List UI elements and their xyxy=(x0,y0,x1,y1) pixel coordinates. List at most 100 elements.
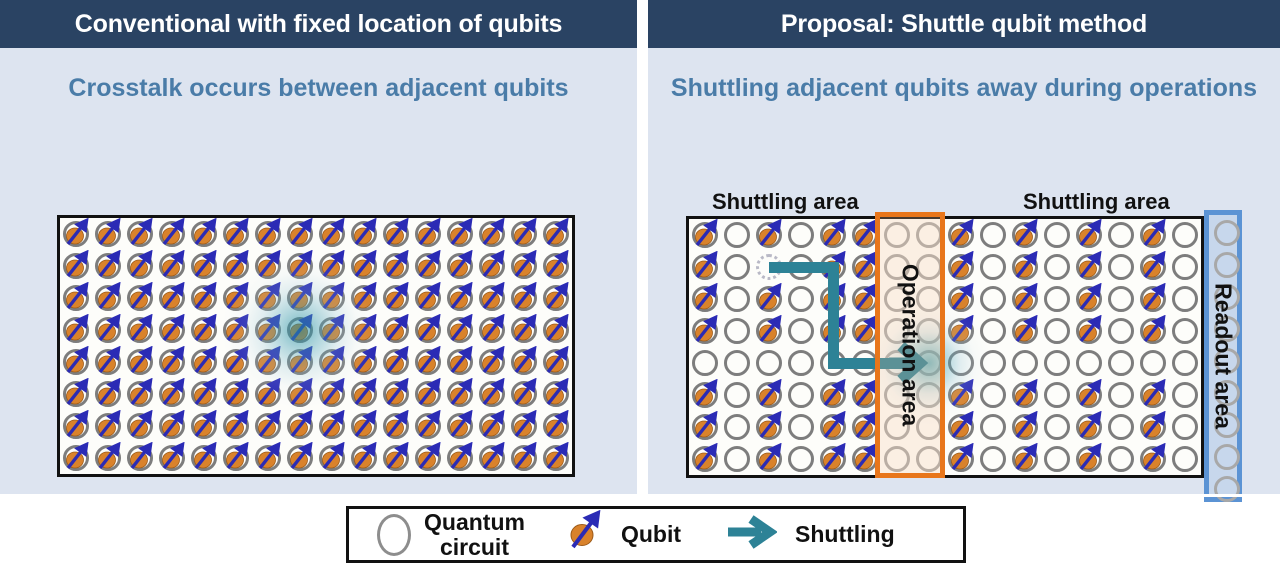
quantum-circuit-site-icon xyxy=(788,446,814,472)
qubit-cell xyxy=(540,346,572,378)
quantum-circuit-site-icon xyxy=(415,445,441,471)
qubit-cell xyxy=(124,250,156,282)
readout-circuit-cell xyxy=(1211,249,1243,281)
quantum-circuit-site-icon xyxy=(1140,414,1166,440)
quantum-circuit-site-icon xyxy=(980,446,1006,472)
quantum-circuit-site-icon xyxy=(479,349,505,375)
quantum-circuit-site-icon xyxy=(820,382,846,408)
quantum-circuit-site-icon xyxy=(1172,318,1198,344)
quantum-circuit-site-icon xyxy=(191,445,217,471)
quantum-circuit-site-icon xyxy=(724,382,750,408)
quantum-circuit-site-icon xyxy=(383,317,409,343)
empty-circuit-cell xyxy=(977,283,1009,315)
qubit-cell xyxy=(156,346,188,378)
quantum-circuit-site-icon xyxy=(63,317,89,343)
qubit-cell xyxy=(753,283,785,315)
qubit-cell xyxy=(284,218,316,250)
quantum-circuit-site-icon xyxy=(255,445,281,471)
qubit-cell xyxy=(284,346,316,378)
qubit-cell xyxy=(476,378,508,410)
quantum-circuit-site-icon xyxy=(415,253,441,279)
qubit-cell xyxy=(252,250,284,282)
readout-circuit-cell xyxy=(1211,313,1243,345)
empty-circuit-cell xyxy=(977,411,1009,443)
readout-circuit-cell xyxy=(1211,409,1243,441)
quantum-circuit-site-icon xyxy=(724,254,750,280)
quantum-circuit-site-icon xyxy=(980,350,1006,376)
qubit-cell xyxy=(540,410,572,442)
empty-circuit-cell xyxy=(1041,251,1073,283)
quantum-circuit-site-icon xyxy=(756,446,782,472)
shuttling-path-vertical xyxy=(827,261,839,363)
empty-circuit-cell xyxy=(881,219,913,251)
legend-label-shuttling: Shuttling xyxy=(795,521,895,548)
qubit-cell xyxy=(412,410,444,442)
qubit-cell xyxy=(753,315,785,347)
quantum-circuit-site-icon xyxy=(724,446,750,472)
quantum-circuit-site-icon xyxy=(1108,446,1134,472)
qubit-cell xyxy=(124,442,156,474)
qubit-cell xyxy=(444,314,476,346)
qubit-cell xyxy=(92,410,124,442)
quantum-circuit-site-icon xyxy=(159,381,185,407)
qubit-cell xyxy=(1137,443,1169,475)
panel-conventional-header: Conventional with fixed location of qubi… xyxy=(0,0,637,48)
quantum-circuit-site-icon xyxy=(692,222,718,248)
readout-area-box: Readout area xyxy=(1204,210,1242,502)
qubit-cell xyxy=(220,314,252,346)
qubit-cell xyxy=(252,378,284,410)
quantum-circuit-site-icon xyxy=(223,445,249,471)
quantum-circuit-site-icon xyxy=(543,413,569,439)
qubit-cell xyxy=(1137,283,1169,315)
quantum-circuit-site-icon xyxy=(127,445,153,471)
qubit-cell xyxy=(476,410,508,442)
qubit-cell xyxy=(817,411,849,443)
empty-circuit-cell xyxy=(785,443,817,475)
qubit-cell xyxy=(188,442,220,474)
qubit-cell xyxy=(188,314,220,346)
empty-circuit-cell xyxy=(785,347,817,379)
empty-circuit-cell xyxy=(1041,347,1073,379)
quantum-circuit-site-icon xyxy=(95,221,121,247)
qubit-cell xyxy=(252,346,284,378)
empty-circuit-cell xyxy=(721,347,753,379)
qubit-cell xyxy=(316,378,348,410)
qubit-cell xyxy=(508,314,540,346)
quantum-circuit-site-icon xyxy=(127,285,153,311)
quantum-circuit-site-icon xyxy=(447,253,473,279)
qubit-cell xyxy=(1073,411,1105,443)
empty-circuit-cell xyxy=(785,411,817,443)
qubit-cell xyxy=(945,379,977,411)
qubit-cell xyxy=(60,314,92,346)
qubit-cell xyxy=(689,411,721,443)
qubit-cell xyxy=(284,378,316,410)
qubit-cell xyxy=(380,442,412,474)
quantum-circuit-site-icon xyxy=(1214,284,1240,310)
quantum-circuit-site-icon xyxy=(980,414,1006,440)
quantum-circuit-site-icon xyxy=(511,317,537,343)
quantum-circuit-site-icon xyxy=(1172,414,1198,440)
empty-circuit-cell xyxy=(1105,411,1137,443)
qubit-cell xyxy=(284,410,316,442)
panel-divider xyxy=(637,0,648,494)
quantum-circuit-site-icon xyxy=(415,349,441,375)
quantum-circuit-site-icon xyxy=(692,286,718,312)
empty-circuit-cell xyxy=(689,347,721,379)
qubit-cell xyxy=(444,442,476,474)
qubit-cell xyxy=(124,346,156,378)
qubit-cell xyxy=(945,283,977,315)
quantum-circuit-site-icon xyxy=(511,253,537,279)
quantum-circuit-site-icon xyxy=(788,318,814,344)
operation-area-box: Operation area xyxy=(875,212,945,478)
quantum-circuit-site-icon xyxy=(1172,350,1198,376)
quantum-circuit-site-icon xyxy=(1076,254,1102,280)
quantum-circuit-site-icon xyxy=(724,222,750,248)
quantum-circuit-site-icon xyxy=(1044,414,1070,440)
quantum-circuit-site-icon xyxy=(980,318,1006,344)
qubit-cell xyxy=(1137,315,1169,347)
quantum-circuit-site-icon xyxy=(1214,476,1240,502)
qubit-cell xyxy=(348,378,380,410)
quantum-circuit-site-icon xyxy=(191,253,217,279)
qubit-cell xyxy=(316,250,348,282)
quantum-circuit-site-icon xyxy=(692,382,718,408)
